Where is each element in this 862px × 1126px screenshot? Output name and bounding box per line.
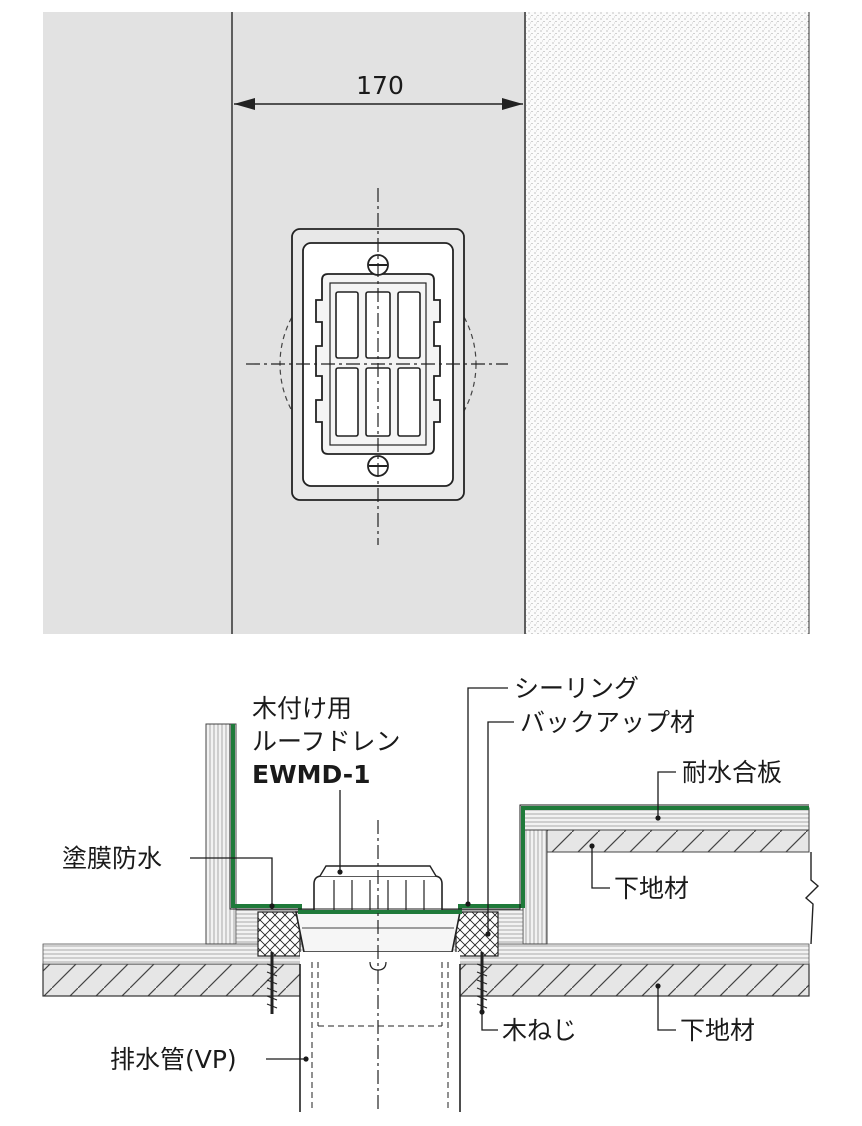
plywood-layer xyxy=(522,807,810,831)
wood-screw-right-icon xyxy=(476,952,488,1014)
label-backup: バックアップ材 xyxy=(520,708,695,737)
dimension-value: 170 xyxy=(356,71,404,100)
strainer-bars xyxy=(333,880,425,910)
label-base-upper: 下地材 xyxy=(614,874,689,903)
upstand-wall-right xyxy=(522,807,548,945)
leader-lines xyxy=(190,687,676,1060)
base-layer-upper xyxy=(546,829,810,853)
drain-pipe-bg xyxy=(300,952,460,1112)
membrane-edge xyxy=(229,724,809,910)
label-sealing: シーリング xyxy=(514,674,639,703)
backup-material-left xyxy=(257,911,301,957)
label-plywood: 耐水合板 xyxy=(682,758,782,787)
plan-wall xyxy=(526,12,809,634)
label-pipe: 排水管(VP) xyxy=(110,1045,237,1074)
product-model: EWMD-1 xyxy=(252,760,371,789)
label-base-lower: 下地材 xyxy=(680,1016,755,1045)
label-coating: 塗膜防水 xyxy=(62,844,162,873)
leader-dots xyxy=(269,815,661,1062)
product-label-line2: ルーフドレン xyxy=(252,727,401,756)
section-view xyxy=(42,723,820,1112)
backup-material-right xyxy=(455,911,499,957)
wood-screw-left-icon xyxy=(266,952,278,1014)
product-label-line1: 木付け用 xyxy=(252,694,352,723)
plan-view: 170 xyxy=(43,12,810,634)
label-screw: 木ねじ xyxy=(502,1016,577,1045)
waterproof-membrane xyxy=(231,724,809,914)
break-symbol xyxy=(804,852,820,945)
